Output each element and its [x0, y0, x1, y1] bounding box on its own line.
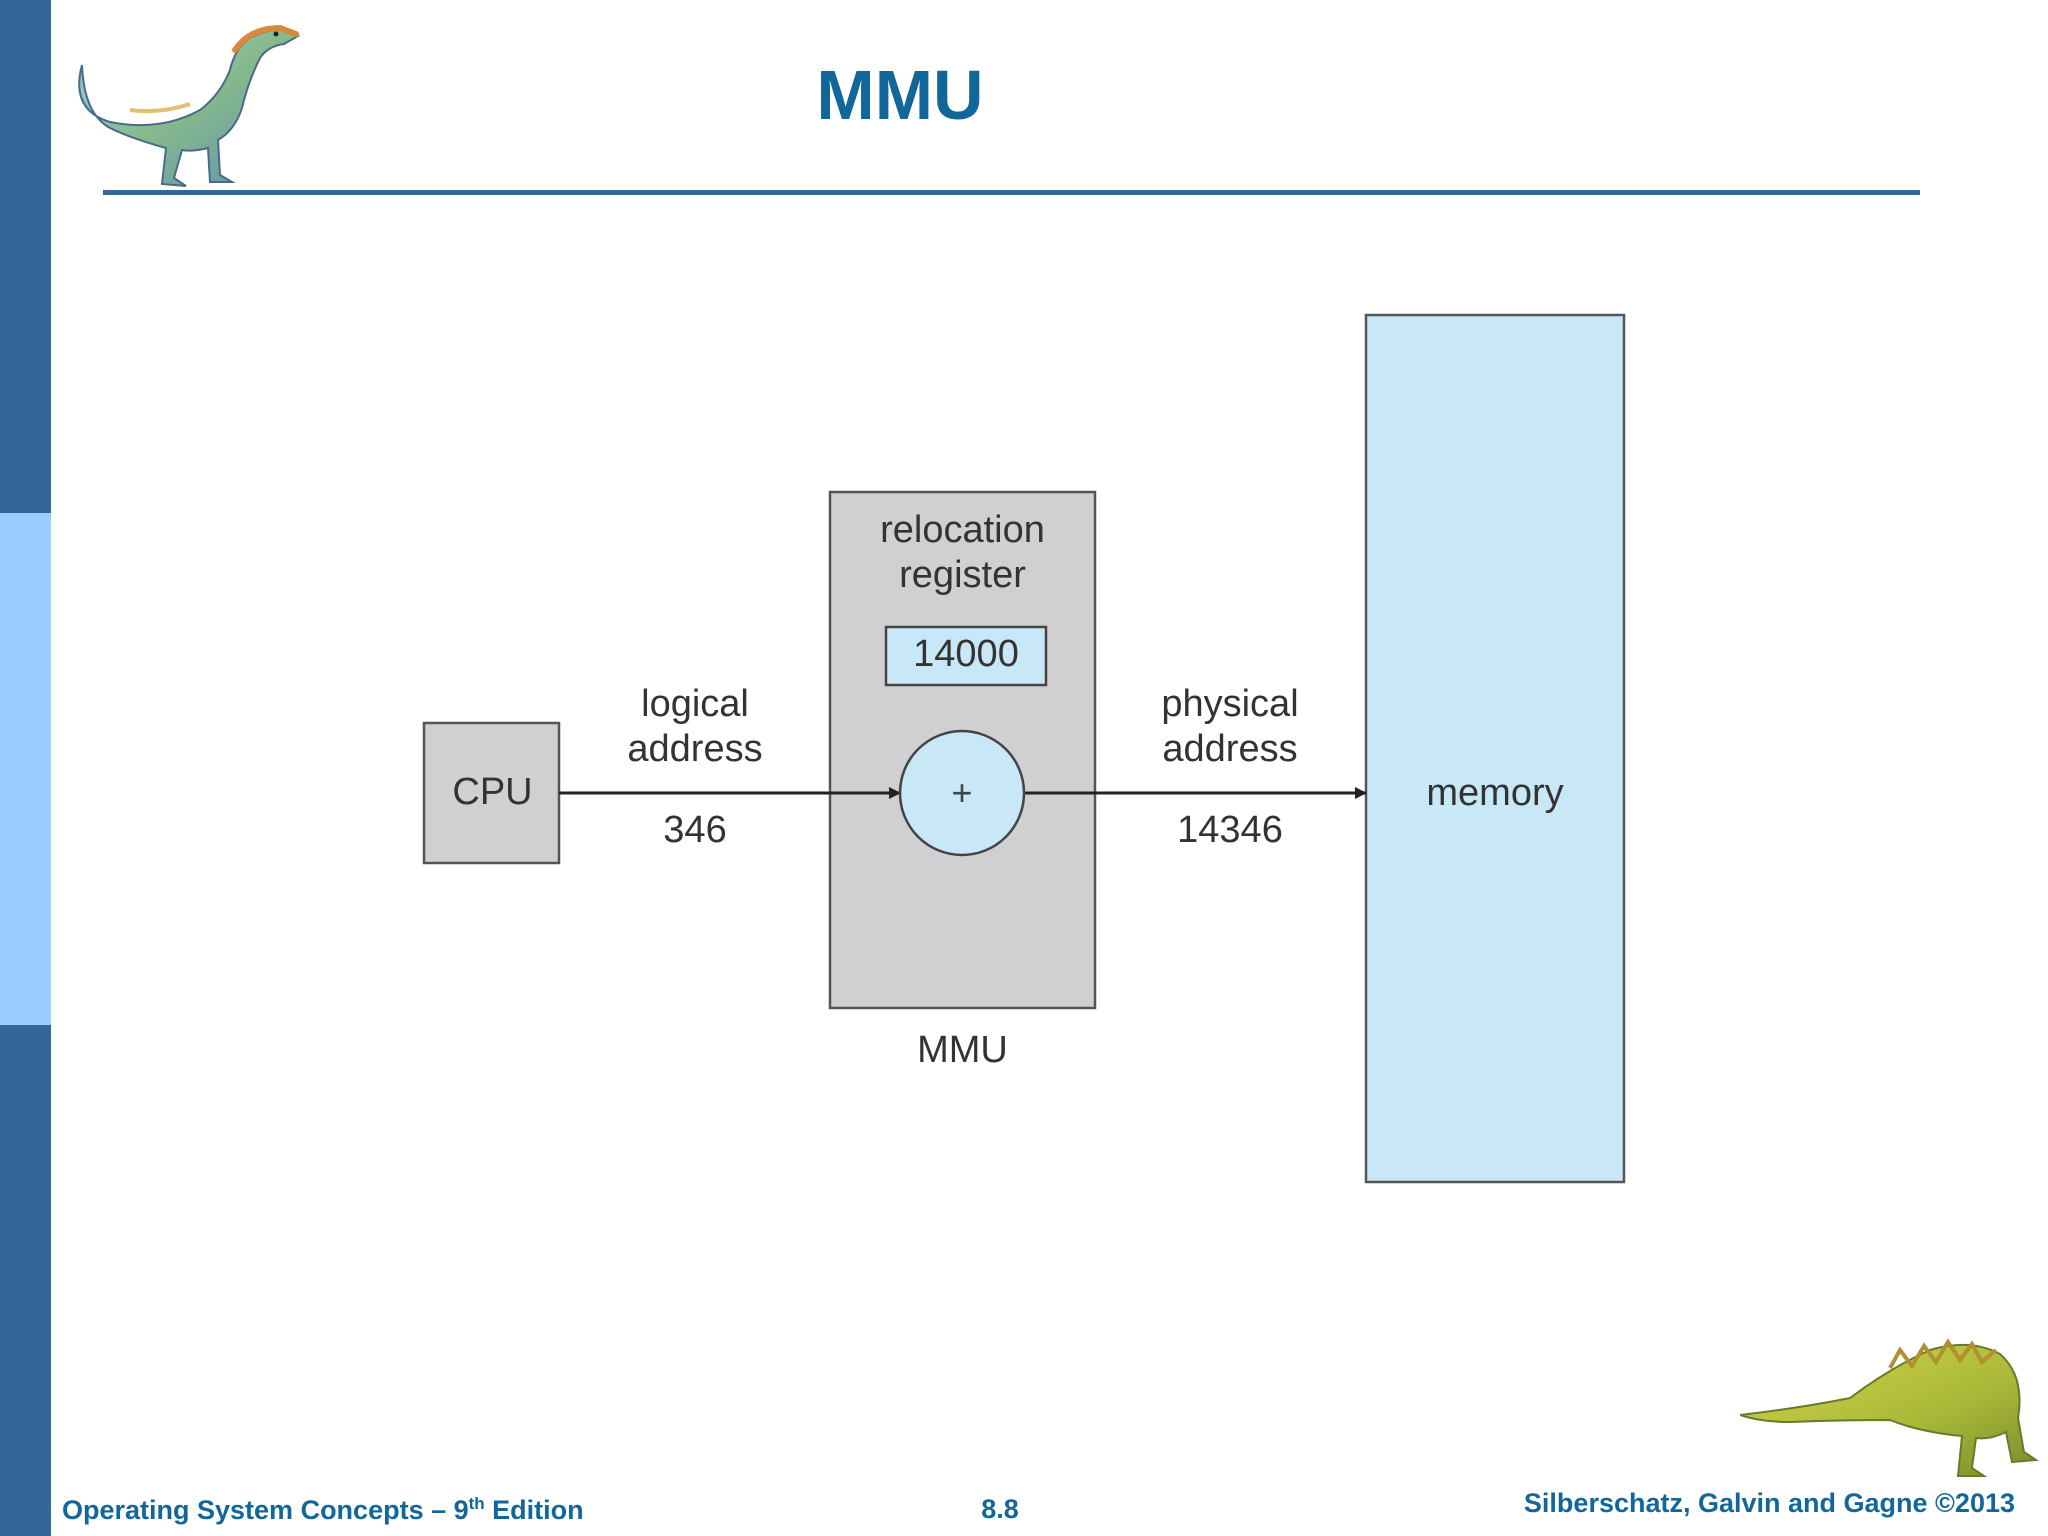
footer-edition-suffix: th — [468, 1494, 485, 1513]
cpu-box — [422, 721, 561, 865]
memory-box — [1364, 313, 1626, 1184]
sidebar-band-bottom — [0, 1025, 51, 1536]
cpu-label: CPU — [452, 771, 533, 813]
footer-book-title: Operating System Concepts – 9th Edition — [62, 1494, 584, 1526]
sidebar-band-middle — [0, 513, 51, 1025]
physical-address-value: 14346 — [1177, 809, 1283, 851]
physical-address-label: physical address — [1161, 683, 1299, 770]
logical-address-label: logical address — [627, 683, 763, 770]
footer-copyright: Silberschatz, Galvin and Gagne ©2013 — [1523, 1488, 2015, 1518]
sidebar-band-top — [0, 0, 51, 513]
dinosaur-logo-top — [78, 24, 301, 187]
relocation-register-value: 14000 — [913, 633, 1019, 675]
mmu-label: MMU — [917, 1029, 1008, 1071]
logical-address-value: 346 — [663, 809, 727, 851]
footer-book-title-text: Operating System Concepts – 9 — [62, 1495, 469, 1525]
memory-label: memory — [1426, 772, 1564, 814]
slide-title: MMU — [816, 56, 984, 134]
relocation-register-label: relocation register — [880, 509, 1045, 596]
dinosaur-logo-bottom — [1740, 1338, 2039, 1477]
relocation-register-box — [884, 625, 1048, 687]
footer-page-number: 8.8 — [981, 1494, 1019, 1524]
title-divider — [103, 190, 1920, 195]
adder-circle — [898, 729, 1026, 857]
adder-plus-symbol: + — [951, 772, 972, 813]
footer-edition-word: Edition — [484, 1495, 584, 1525]
